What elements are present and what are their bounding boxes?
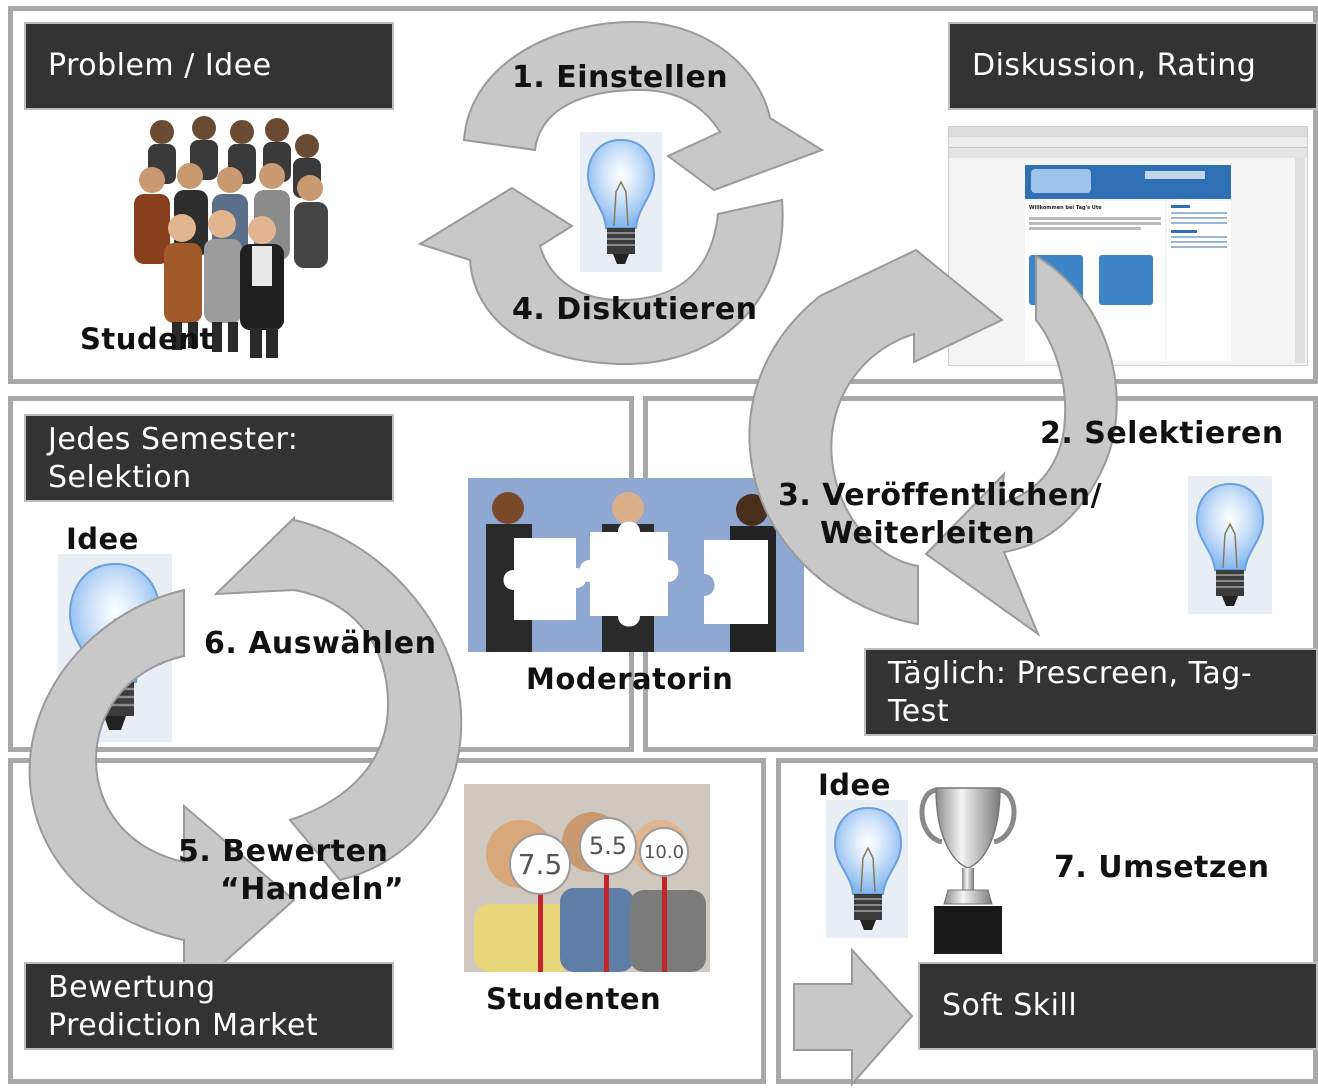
arrow-step-7: [793, 947, 914, 1087]
caption-idee-left: Idee: [66, 522, 139, 556]
caption-student: Student: [80, 322, 214, 356]
arrow-step-2: [924, 254, 1118, 637]
box-taeglich-line2: Test: [888, 694, 950, 729]
step-1-label: 1. Einstellen: [512, 60, 729, 95]
box-diskussion-rating-label: Diskussion, Rating: [972, 48, 1257, 83]
box-problem-idee-label: Problem / Idee: [48, 48, 272, 83]
students-score-photo: 7.5 5.5 10.0: [464, 784, 710, 972]
box-diskussion-rating: Diskussion, Rating: [948, 22, 1318, 110]
arrow-step-6: [213, 515, 463, 882]
arrow-step-4: [417, 186, 784, 366]
step-5-label-line1: 5. Bewerten: [178, 834, 389, 869]
score-card-2: 5.5: [588, 832, 628, 860]
arrow-step-3: [748, 248, 1004, 626]
caption-moderatorin: Moderatorin: [526, 662, 734, 696]
step-3-label-line1: 3. Veröffentlichen/: [778, 478, 1103, 513]
lightbulb-image-bottom: [826, 800, 910, 938]
box-bewertung: Bewertung Prediction Market: [24, 962, 394, 1050]
caption-studenten: Studenten: [486, 982, 662, 1016]
box-bewertung-line1: Bewertung: [48, 970, 216, 1005]
box-jedes-semester-line1: Jedes Semester:: [48, 422, 299, 457]
box-soft-skill-label: Soft Skill: [942, 988, 1078, 1023]
box-bewertung-line2: Prediction Market: [48, 1008, 319, 1043]
box-jedes-semester: Jedes Semester: Selektion: [24, 414, 394, 502]
arrow-step-5: [28, 588, 296, 1001]
box-soft-skill: Soft Skill: [918, 962, 1318, 1050]
people-group-illustration: [134, 116, 328, 358]
box-taeglich-line1: Täglich: Prescreen, Tag-: [888, 656, 1253, 691]
score-card-3: 10.0: [643, 842, 685, 863]
step-7-label: 7. Umsetzen: [1054, 850, 1270, 885]
box-problem-idee: Problem / Idee: [24, 22, 394, 110]
moderator-puzzle-photo: [468, 478, 804, 652]
score-card-1: 7.5: [517, 848, 563, 881]
step-5-label-line2: “Handeln”: [220, 872, 405, 907]
caption-idee-right: Idee: [818, 768, 891, 802]
step-4-label: 4. Diskutieren: [512, 292, 758, 327]
students-group-photo: [112, 110, 344, 360]
lightbulb-image-right: [1188, 476, 1272, 614]
arrow-step-1: [462, 20, 825, 192]
box-taeglich: Täglich: Prescreen, Tag- Test: [864, 648, 1318, 736]
step-2-label: 2. Selektieren: [1040, 416, 1284, 451]
step-6-label: 6. Auswählen: [204, 626, 437, 661]
trophy-image: [908, 776, 1028, 956]
box-jedes-semester-line2: Selektion: [48, 460, 192, 495]
lightbulb-image-top: [580, 132, 662, 272]
step-3-label-line2: Weiterleiten: [820, 516, 1036, 551]
website-title: Willkommen bei Tag's Ute: [1029, 205, 1102, 211]
